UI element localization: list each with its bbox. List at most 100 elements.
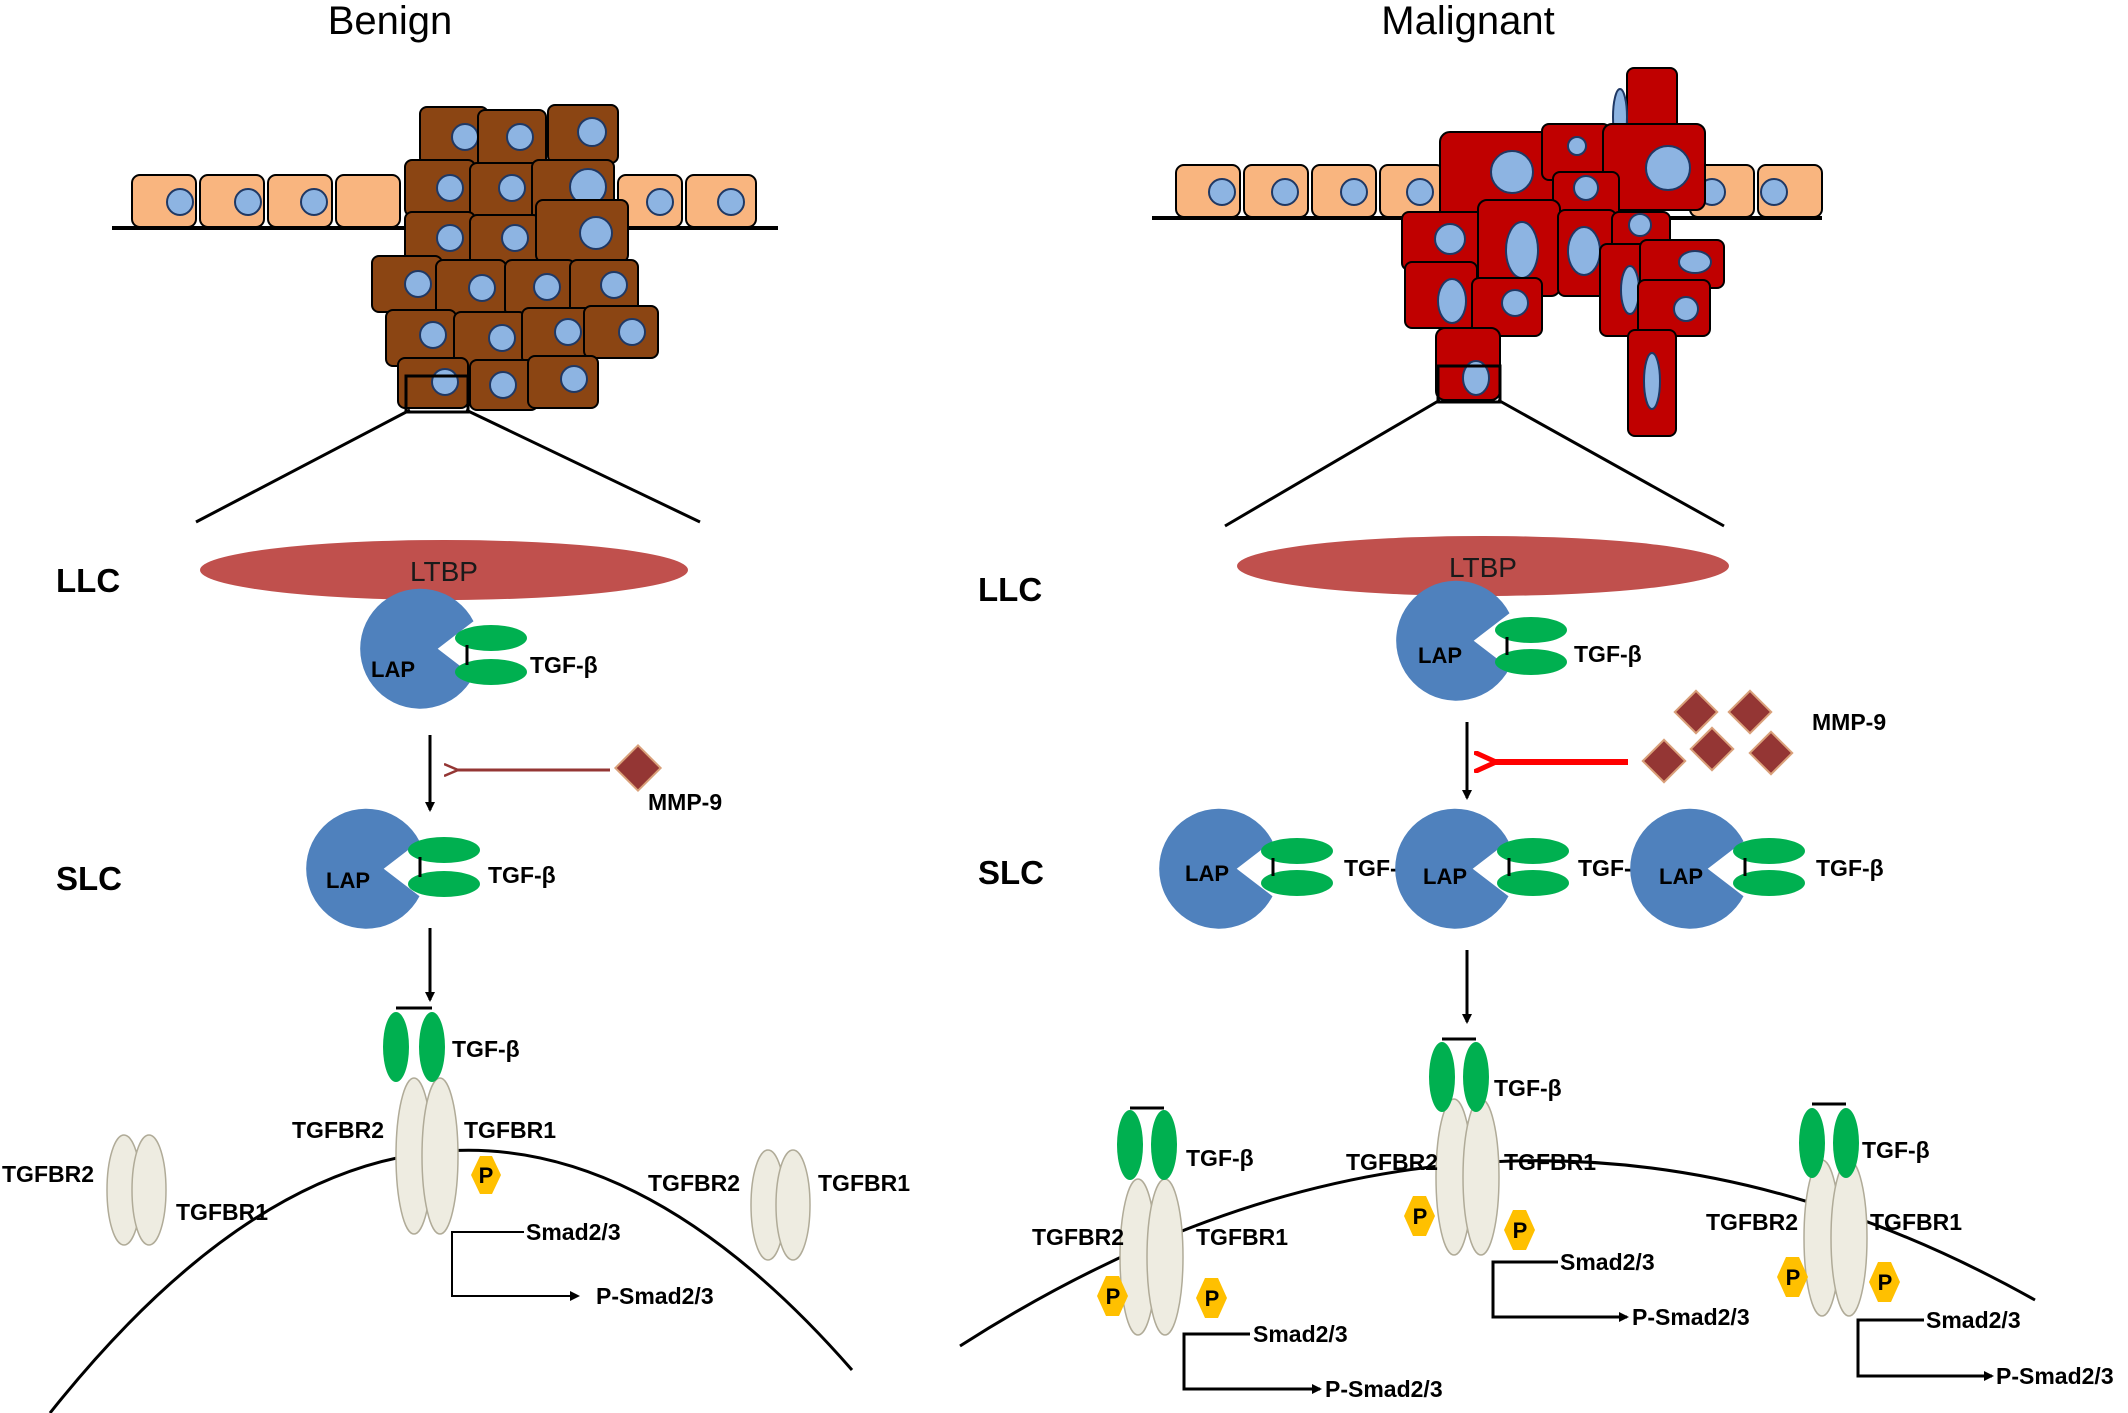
- normal-cell: [1175, 164, 1241, 218]
- benign-ltbp: LTBP: [200, 540, 688, 600]
- benign-cell: [371, 255, 443, 313]
- tgfb-label: TGF-β: [1816, 855, 1884, 881]
- bound-receptor-complex: P P: [1777, 1102, 1900, 1317]
- benign-cell: [404, 159, 476, 217]
- benign-cell: [535, 199, 629, 263]
- tgfbr2-label: TGFBR2: [292, 1117, 384, 1143]
- phospho-group: P: [471, 1156, 501, 1194]
- malignant-pathway: LLC SLC LTBP LAP TGF-β MMP-9 LAP: [959, 536, 2114, 1402]
- phospho-label: P: [1106, 1284, 1121, 1309]
- zoom-line-left: [1224, 398, 1441, 528]
- malignant-slc-label: SLC: [978, 854, 1044, 891]
- benign-cell: [547, 104, 619, 164]
- mmp9-diamond: [1673, 689, 1719, 735]
- tgfbr1-receptor: [1462, 1098, 1500, 1256]
- malignant-slc-complex: LAP TGF-β: [1395, 808, 1646, 929]
- lap-shape: [360, 588, 474, 709]
- zoom-box: [404, 374, 470, 414]
- normal-cell: [1311, 164, 1377, 218]
- malignant-llc-complex: LAP TGF-β: [1396, 580, 1642, 701]
- normal-cell: [131, 174, 197, 228]
- malignant-slc-complex: LAP TGF-β: [1159, 808, 1412, 929]
- benign-cell: [435, 259, 507, 317]
- mmp9-label: MMP-9: [648, 789, 722, 815]
- benign-cell: [527, 355, 599, 409]
- phospho-group: P: [1504, 1210, 1535, 1250]
- mmp9-diamond: [1641, 738, 1687, 784]
- tgfb-monomer: [455, 625, 527, 651]
- normal-cell: [685, 174, 757, 228]
- tgfbr2-label: TGFBR2: [1346, 1149, 1438, 1175]
- p-smad-label: P-Smad2/3: [1996, 1363, 2114, 1389]
- tgfbr1-label: TGFBR1: [1504, 1149, 1596, 1175]
- lap-shape: [1630, 808, 1744, 929]
- smad-label: Smad2/3: [1926, 1307, 2021, 1333]
- benign-slc-label: SLC: [56, 860, 122, 897]
- tgfbr1-receptor: [131, 1134, 167, 1246]
- smad-phospho-arrow: [1182, 1332, 1322, 1394]
- tgfb-monomer: [1495, 617, 1567, 643]
- smad-label: Smad2/3: [1560, 1249, 1655, 1275]
- tgfb-dimer-monomer: [383, 1012, 409, 1082]
- lap-label: LAP: [1418, 643, 1462, 668]
- bound-receptor-complex: P P: [1097, 1106, 1227, 1336]
- tgfbr2-label: TGFBR2: [1706, 1209, 1798, 1235]
- benign-cell: [385, 309, 457, 367]
- phospho-label: P: [1413, 1204, 1428, 1229]
- malignant-title: Malignant: [1381, 0, 1554, 43]
- free-receptor-pair: [106, 1134, 167, 1246]
- tgfb-label: TGF-β: [1574, 641, 1642, 667]
- tgfbr1-receptor: [1146, 1178, 1184, 1336]
- tgfbr1-label: TGFBR1: [464, 1117, 556, 1143]
- malignant-cell: [1602, 123, 1706, 211]
- tgfb-dimer-monomer: [1463, 1042, 1489, 1112]
- phospho-label: P: [1513, 1218, 1528, 1243]
- normal-cell: [1243, 164, 1309, 218]
- mmp9-label: MMP-9: [1812, 709, 1886, 735]
- tgfb-dimer-monomer: [1799, 1108, 1825, 1178]
- malignant-tissue: [1152, 67, 1823, 528]
- lap-label: LAP: [1423, 864, 1467, 889]
- mmp9-diamond: [1689, 726, 1735, 772]
- malignant-cell: [1471, 277, 1543, 337]
- normal-cell: [267, 174, 333, 228]
- tgfb-label: TGF-β: [530, 652, 598, 678]
- normal-cell: [199, 174, 265, 228]
- lap-shape: [1395, 808, 1509, 929]
- tgfbr2-label: TGFBR2: [2, 1161, 94, 1187]
- lap-label: LAP: [326, 868, 370, 893]
- tgfb-monomer: [1733, 870, 1805, 896]
- normal-epithelium: [131, 174, 757, 228]
- phospho-group: P: [1097, 1276, 1128, 1316]
- tgfbr1-receptor: [1830, 1159, 1868, 1317]
- malignant-cell: [1404, 261, 1478, 329]
- p-smad-label: P-Smad2/3: [1325, 1376, 1443, 1402]
- lap-shape: [1396, 580, 1510, 701]
- tgfbr2-label: TGFBR2: [1032, 1224, 1124, 1250]
- tgfbr1-label: TGFBR1: [818, 1170, 910, 1196]
- p-smad-label: P-Smad2/3: [1632, 1304, 1750, 1330]
- bound-receptor-complex: P: [383, 1006, 501, 1235]
- benign-cell: [477, 109, 547, 169]
- tgfbr1-label: TGFBR1: [176, 1199, 268, 1225]
- lap-label: LAP: [371, 657, 415, 682]
- benign-tissue: [112, 104, 778, 524]
- malignant-ltbp: LTBP: [1237, 536, 1729, 596]
- benign-cell: [419, 106, 489, 166]
- normal-cell: [1379, 164, 1445, 218]
- lap-shape: [306, 808, 420, 929]
- tgfb-dimer-monomer: [1429, 1042, 1455, 1112]
- mmp9-diamond: [1727, 689, 1773, 735]
- tgfbr1-label: TGFBR1: [1870, 1209, 1962, 1235]
- tgfb-monomer: [408, 837, 480, 863]
- zoom-box: [1436, 364, 1502, 404]
- tgfb-monomer: [1261, 870, 1333, 896]
- benign-cell: [504, 259, 576, 317]
- phospho-label: P: [1205, 1286, 1220, 1311]
- lap-label: LAP: [1659, 864, 1703, 889]
- smad-phospho-arrow: [1491, 1260, 1629, 1322]
- phospho-group: P: [1196, 1278, 1227, 1318]
- tgfb-monomer: [1261, 838, 1333, 864]
- normal-epithelium: [1175, 164, 1823, 218]
